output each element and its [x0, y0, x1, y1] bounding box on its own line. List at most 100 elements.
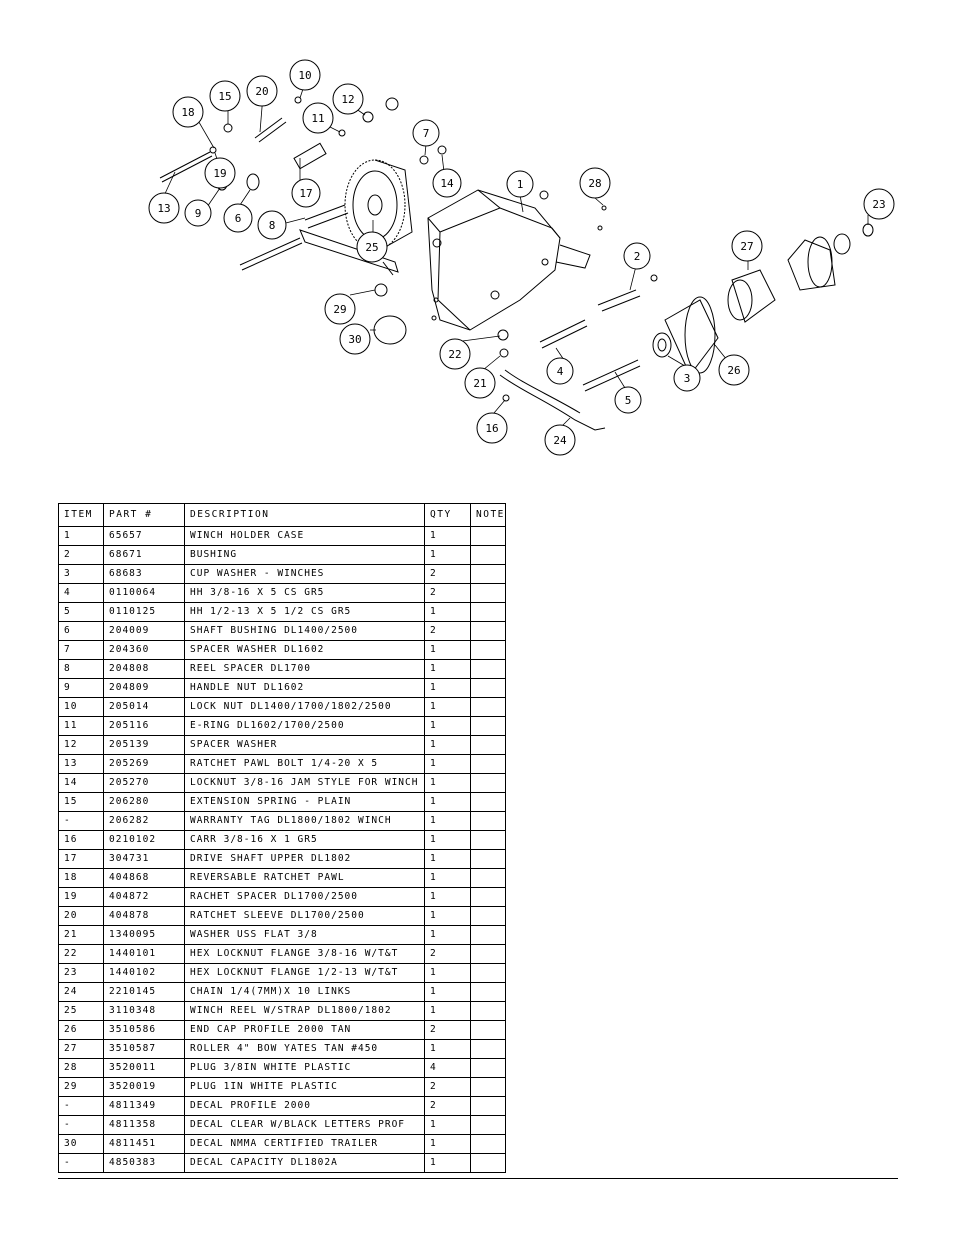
callout-18: 18 — [172, 96, 204, 128]
part-number-cell: 3110348 — [103, 1001, 185, 1021]
part-number-cell: 404878 — [103, 906, 185, 926]
note-cell — [470, 887, 506, 907]
svg-text:29: 29 — [333, 303, 346, 316]
qty-cell: 2 — [424, 583, 471, 603]
part-number-cell: 204808 — [103, 659, 185, 679]
description-cell: PLUG 3/8IN WHITE PLASTIC — [184, 1058, 425, 1078]
part-number-cell: 0210102 — [103, 830, 185, 850]
description-cell: RATCHET SLEEVE DL1700/2500 — [184, 906, 425, 926]
qty-cell: 1 — [424, 982, 471, 1002]
item-cell: 2 — [58, 545, 104, 565]
svg-text:6: 6 — [235, 212, 242, 225]
callout-9: 9 — [184, 199, 212, 227]
qty-cell: 2 — [424, 1077, 471, 1097]
callout-17: 17 — [291, 178, 321, 208]
item-cell: 11 — [58, 716, 104, 736]
callout-16: 16 — [476, 412, 508, 444]
callout-2: 2 — [623, 242, 651, 270]
note-cell — [470, 545, 506, 565]
svg-text:2: 2 — [634, 250, 641, 263]
qty-cell: 1 — [424, 925, 471, 945]
part-number-cell: 0110125 — [103, 602, 185, 622]
part-number-cell: 68671 — [103, 545, 185, 565]
item-cell: 7 — [58, 640, 104, 660]
item-cell: 10 — [58, 697, 104, 717]
part-number-cell: 68683 — [103, 564, 185, 584]
description-cell: DRIVE SHAFT UPPER DL1802 — [184, 849, 425, 869]
part-number-cell: 4811451 — [103, 1134, 185, 1154]
note-cell — [470, 1001, 506, 1021]
note-cell — [470, 868, 506, 888]
svg-text:14: 14 — [440, 177, 454, 190]
note-cell — [470, 1096, 506, 1116]
note-cell — [470, 583, 506, 603]
svg-text:24: 24 — [553, 434, 567, 447]
callout-4: 4 — [546, 357, 574, 385]
callout-28: 28 — [579, 167, 611, 199]
note-cell — [470, 1153, 506, 1173]
bottom-rule — [58, 1178, 898, 1179]
winch-holder-case-drawing — [427, 189, 591, 331]
qty-cell: 1 — [424, 678, 471, 698]
callout-23: 23 — [863, 188, 895, 220]
callout-8: 8 — [257, 210, 287, 240]
qty-cell: 1 — [424, 1001, 471, 1021]
part-number-cell: 206280 — [103, 792, 185, 812]
header-part-number: PART # — [103, 503, 185, 527]
item-cell: 13 — [58, 754, 104, 774]
note-cell — [470, 697, 506, 717]
item-cell: - — [58, 1153, 104, 1173]
part-number-cell: 205014 — [103, 697, 185, 717]
part-number-cell: 204360 — [103, 640, 185, 660]
svg-text:30: 30 — [348, 333, 361, 346]
item-cell: 28 — [58, 1058, 104, 1078]
description-cell: EXTENSION SPRING - PLAIN — [184, 792, 425, 812]
description-cell: REVERSABLE RATCHET PAWL — [184, 868, 425, 888]
svg-text:28: 28 — [588, 177, 601, 190]
description-cell: PLUG 1IN WHITE PLASTIC — [184, 1077, 425, 1097]
description-cell: ROLLER 4" BOW YATES TAN #450 — [184, 1039, 425, 1059]
qty-cell: 1 — [424, 1153, 471, 1173]
qty-cell: 1 — [424, 545, 471, 565]
item-cell: 20 — [58, 906, 104, 926]
svg-text:22: 22 — [448, 348, 461, 361]
item-cell: 22 — [58, 944, 104, 964]
note-cell — [470, 1077, 506, 1097]
qty-cell: 1 — [424, 887, 471, 907]
qty-cell: 4 — [424, 1058, 471, 1078]
qty-cell: 1 — [424, 754, 471, 774]
note-cell — [470, 906, 506, 926]
description-cell: LOCK NUT DL1400/1700/1802/2500 — [184, 697, 425, 717]
part-number-cell: 205139 — [103, 735, 185, 755]
part-number-cell: 2210145 — [103, 982, 185, 1002]
note-cell — [470, 1020, 506, 1040]
part-number-cell: 4811349 — [103, 1096, 185, 1116]
description-cell: HH 1/2-13 X 5 1/2 CS GR5 — [184, 602, 425, 622]
callout-7: 7 — [412, 119, 440, 147]
callout-11: 11 — [302, 102, 334, 134]
item-cell: 8 — [58, 659, 104, 679]
small-hardware-drawing — [209, 96, 658, 402]
note-cell — [470, 982, 506, 1002]
description-cell: BUSHING — [184, 545, 425, 565]
item-cell: 3 — [58, 564, 104, 584]
item-cell: 9 — [58, 678, 104, 698]
description-cell: HEX LOCKNUT FLANGE 3/8-16 W/T&T — [184, 944, 425, 964]
part-number-cell: 304731 — [103, 849, 185, 869]
part-number-cell: 404868 — [103, 868, 185, 888]
item-cell: 6 — [58, 621, 104, 641]
item-cell: 12 — [58, 735, 104, 755]
item-cell: 25 — [58, 1001, 104, 1021]
part-number-cell: 65657 — [103, 526, 185, 546]
